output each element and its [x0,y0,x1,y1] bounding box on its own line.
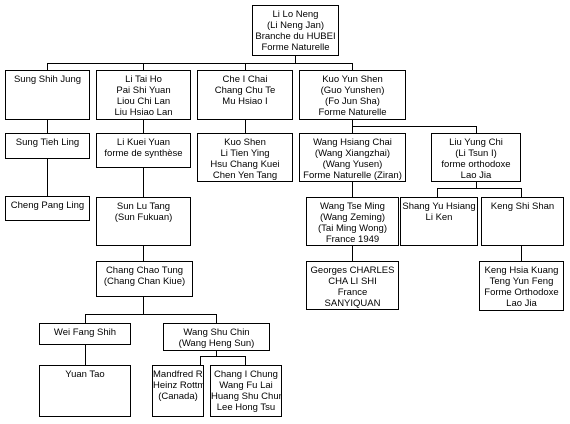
node-line: (Guo Yunshen) [320,85,385,96]
node-line: Heinz Rottmann [153,380,203,391]
node-line: Teng Yun Feng [489,276,554,287]
node-mandfred-rottman: Mandfred RottmanHeinz Rottmann(Canada) [152,365,204,417]
node-line: Sung Shih Jung [13,74,82,85]
node-wang-shu-chin: Wang Shu Chin(Wang Heng Sun) [163,323,270,351]
node-line: (Wang Yusen) [322,159,383,170]
node-sung-shih-jung: Sung Shih Jung [5,70,90,120]
node-line: Yuan Tao [65,369,105,380]
node-line: Mandfred Rottman [153,369,203,380]
node-line: Keng Hsia Kuang [484,265,559,276]
node-line: Lao Jia [506,298,537,309]
node-line: Forme Naturelle [261,42,330,53]
node-line: Lee Hong Tsu [216,402,276,413]
node-wei-fang-shih: Wei Fang Shih [39,323,131,345]
node-line: Cheng Pang Ling [10,200,85,211]
node-line: Kuo Yun Shen [322,74,383,85]
node-line: Sung Tieh Ling [15,137,80,148]
node-yuan-tao: Yuan Tao [39,365,131,417]
node-sun-lu-tang: Sun Lu Tang(Sun Fukuan) [96,197,191,246]
node-cheng-pang-ling: Cheng Pang Ling [5,196,90,221]
node-line: Pai Shi Yuan [116,85,171,96]
node-line: Li Tien Ying [220,148,270,159]
node-line: Hsu Chang Kuei [210,159,280,170]
node-line: (Canada) [158,391,198,402]
node-line: Li Ken [425,212,453,223]
node-line: Li Kuei Yuan [116,137,171,148]
node-line: Chang Chao Tung [105,265,184,276]
node-line: Keng Shi Shan [490,201,555,212]
node-line: Che I Chai [222,74,268,85]
node-line: Mu Hsiao I [222,96,268,107]
node-line: Wang Shu Chin [183,327,250,338]
node-line: Lao Jia [460,170,492,181]
node-line: Liu Hsiao Lan [114,107,173,118]
node-line: Li Tai Ho [125,74,162,85]
node-line: Wei Fang Shih [53,327,117,338]
node-line: forme orthodoxe [441,159,511,170]
node-line: (Li Tsun I) [455,148,497,159]
node-line: Forme Orthodoxe [484,287,559,298]
node-line: France 1949 [325,234,380,245]
node-line: Chang Chu Te [214,85,276,96]
node-line: Georges CHARLES [310,265,395,276]
node-line: Shang Yu Hsiang [402,201,476,212]
node-line: (Li Neng Jan) [266,20,325,31]
node-line: (Chang Chan Kiue) [103,276,186,287]
node-line: CHA LI SHI [328,276,377,287]
node-sung-tieh-ling: Sung Tieh Ling [5,133,90,159]
node-keng-shi-shan: Keng Shi Shan [481,197,564,246]
node-line: Chang I Chung [214,369,278,380]
node-wang-tse-ming: Wang Tse Ming(Wang Zeming)(Tai Ming Wong… [306,197,399,246]
node-line: Forme Naturelle [318,107,387,118]
node-kuo-yun-shen: Kuo Yun Shen(Guo Yunshen)(Fo Jun Sha)For… [299,70,406,120]
node-wang-hsiang-chai: Wang Hsiang Chai(Wang Xiangzhai)(Wang Yu… [299,133,406,182]
node-line: Kuo Shen [224,137,266,148]
node-line: Wang Fu Lai [219,380,273,391]
node-line: (Fo Jun Sha) [325,96,380,107]
node-line: Sun Lu Tang [116,201,171,212]
node-line: Forme Naturelle (Ziran) [303,170,402,181]
node-line: (Tai Ming Wong) [318,223,387,234]
node-line: Huang Shu Chun [211,391,282,402]
node-line: Wang Tse Ming [320,201,385,212]
node-line: Li Lo Neng [272,9,319,20]
node-line: Liou Chi Lan [116,96,171,107]
node-line: forme de synthèse [104,148,183,159]
node-line: Chen Yen Tang [212,170,278,181]
node-chang-chao-tung: Chang Chao Tung(Chang Chan Kiue) [96,261,193,297]
node-line: Branche du HUBEI [255,31,336,42]
node-line: (Wang Heng Sun) [178,338,255,349]
node-line: France [337,287,368,298]
node-line: (Sun Fukuan) [114,212,173,223]
node-line: (Wang Zeming) [319,212,386,223]
node-line: Wang Hsiang Chai [313,137,392,148]
node-line: (Wang Xiangzhai) [314,148,391,159]
node-line: SANYIQUAN [324,298,381,309]
node-line: Liu Yung Chi [449,137,503,148]
